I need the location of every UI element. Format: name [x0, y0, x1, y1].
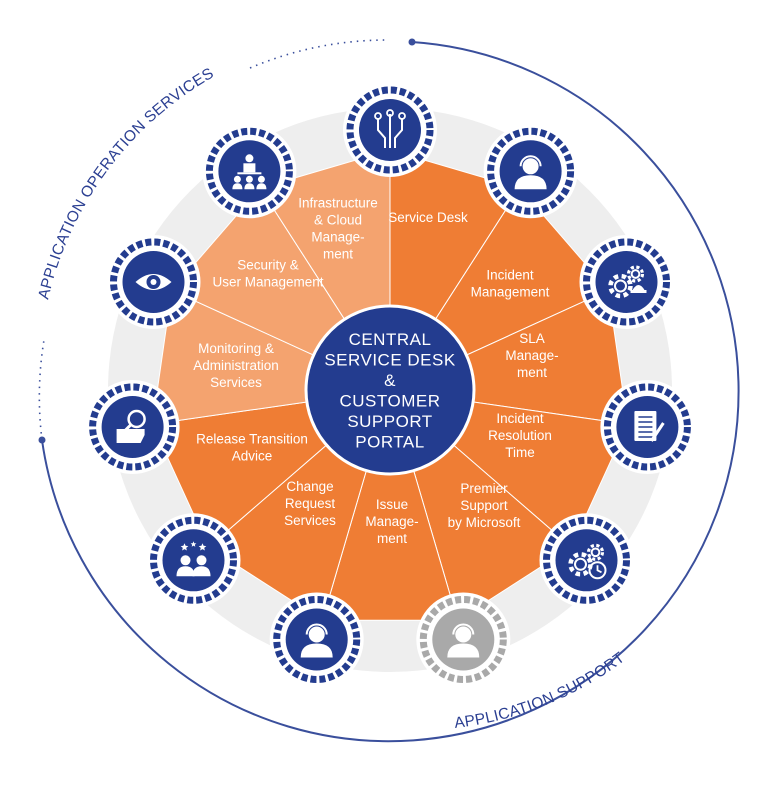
- presenter-audience-icon: [202, 124, 297, 219]
- headset-agent-gray-icon: [416, 592, 511, 687]
- segment-security-user-management-label: Security &User Management: [212, 258, 323, 290]
- headset-agent-icon: [483, 124, 578, 219]
- segment-service-desk-label: Service Desk: [388, 210, 468, 225]
- eye-icon: [106, 235, 201, 329]
- gears-clock-icon: [539, 513, 634, 608]
- outer-arc-dotted-top: [249, 39, 387, 69]
- outer-arcs: [38, 38, 740, 743]
- center-circle: [304, 304, 476, 476]
- outer-arc-solid: [41, 41, 740, 743]
- arc-dot-left: [38, 436, 46, 444]
- outer-arc-dotted-left: [38, 339, 45, 441]
- hand-magnifier-icon: [85, 380, 180, 474]
- icon-nodes: [85, 83, 695, 687]
- circuit-icon: [343, 83, 437, 177]
- team-stars-icon: [146, 513, 241, 608]
- arc-dot-top: [408, 38, 416, 46]
- document-pen-icon: [600, 380, 695, 474]
- gears-alarm-icon: [579, 235, 674, 329]
- headset-agent-icon: [269, 592, 364, 687]
